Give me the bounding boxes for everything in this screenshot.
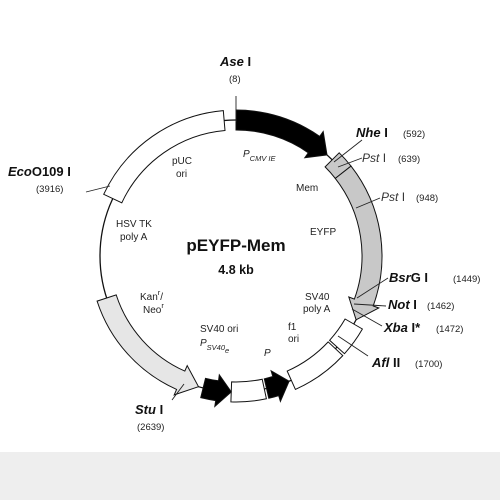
pos-ase: (8): [229, 74, 241, 85]
kan-neo-block: [96, 294, 200, 396]
site-pst1: Pst I: [362, 151, 386, 165]
feature-blocks: [96, 109, 383, 408]
pcmv-ie-block: [235, 109, 328, 159]
label-sv40pa-1: SV40: [305, 292, 330, 303]
site-stu: Stu I: [135, 402, 163, 417]
site-eco: EcoO109 I: [8, 164, 71, 179]
tick-bsrg: [356, 277, 389, 299]
pos-pst2: (948): [416, 193, 438, 204]
site-not: Not I: [388, 297, 417, 312]
label-f1ori-1: f1: [288, 322, 297, 333]
label-eyfp: EYFP: [310, 227, 336, 238]
label-sv40pa-2: poly A: [303, 304, 331, 315]
sv40-ori-block: [230, 378, 267, 403]
pos-bsrg: (1449): [453, 274, 480, 285]
plasmid-size: 4.8 kb: [218, 263, 254, 277]
site-bsrg: BsrG I: [389, 270, 428, 285]
pos-afl: (1700): [415, 359, 442, 370]
label-puc-2: ori: [176, 169, 187, 180]
sv40-polya-block: [328, 318, 364, 355]
p-promoter-block: [263, 369, 290, 403]
tick-pst1: [337, 157, 363, 168]
eyfp-block: [334, 165, 383, 321]
tick-stu: [171, 383, 185, 401]
pos-nhe: (592): [403, 129, 425, 140]
site-nhe: Nhe I: [356, 125, 388, 140]
label-hsvtk-1: HSV TK: [116, 219, 152, 230]
label-kan: Kanr/: [140, 288, 163, 303]
label-sv40ori: SV40 ori: [200, 324, 238, 335]
puc-ori-block: [103, 110, 226, 204]
pos-pst1: (639): [398, 154, 420, 165]
label-pcmv: PCMV IE: [243, 149, 277, 163]
site-afl: Afl II: [371, 355, 400, 370]
f1-ori-block: [286, 341, 344, 391]
site-ticks: [85, 96, 389, 401]
pos-not: (1462): [427, 301, 454, 312]
site-pst2: Pst I: [381, 190, 405, 204]
psv40e-block: [200, 373, 232, 408]
site-ase: Ase I: [219, 54, 251, 69]
bottom-band: [0, 452, 500, 500]
pos-xba: (1472): [436, 324, 463, 335]
tick-pst2: [355, 197, 381, 209]
pos-eco: (3916): [36, 184, 63, 195]
tick-xba: [351, 308, 383, 327]
tick-not: [353, 303, 387, 307]
label-puc-1: pUC: [172, 156, 192, 167]
label-p: P: [264, 348, 271, 359]
label-hsvtk-2: poly A: [120, 232, 148, 243]
site-xba: Xba I*: [383, 320, 421, 335]
label-neo: Neor: [143, 301, 164, 316]
plasmid-name: pEYFP-Mem: [186, 236, 285, 255]
label-mem: Mem: [296, 183, 318, 194]
tick-eco: [85, 185, 111, 193]
tick-nhe: [333, 139, 363, 163]
pos-stu: (2639): [137, 422, 164, 433]
label-f1ori-2: ori: [288, 334, 299, 345]
label-psv40e: PSV40e: [200, 338, 229, 355]
tick-afl: [337, 335, 369, 357]
